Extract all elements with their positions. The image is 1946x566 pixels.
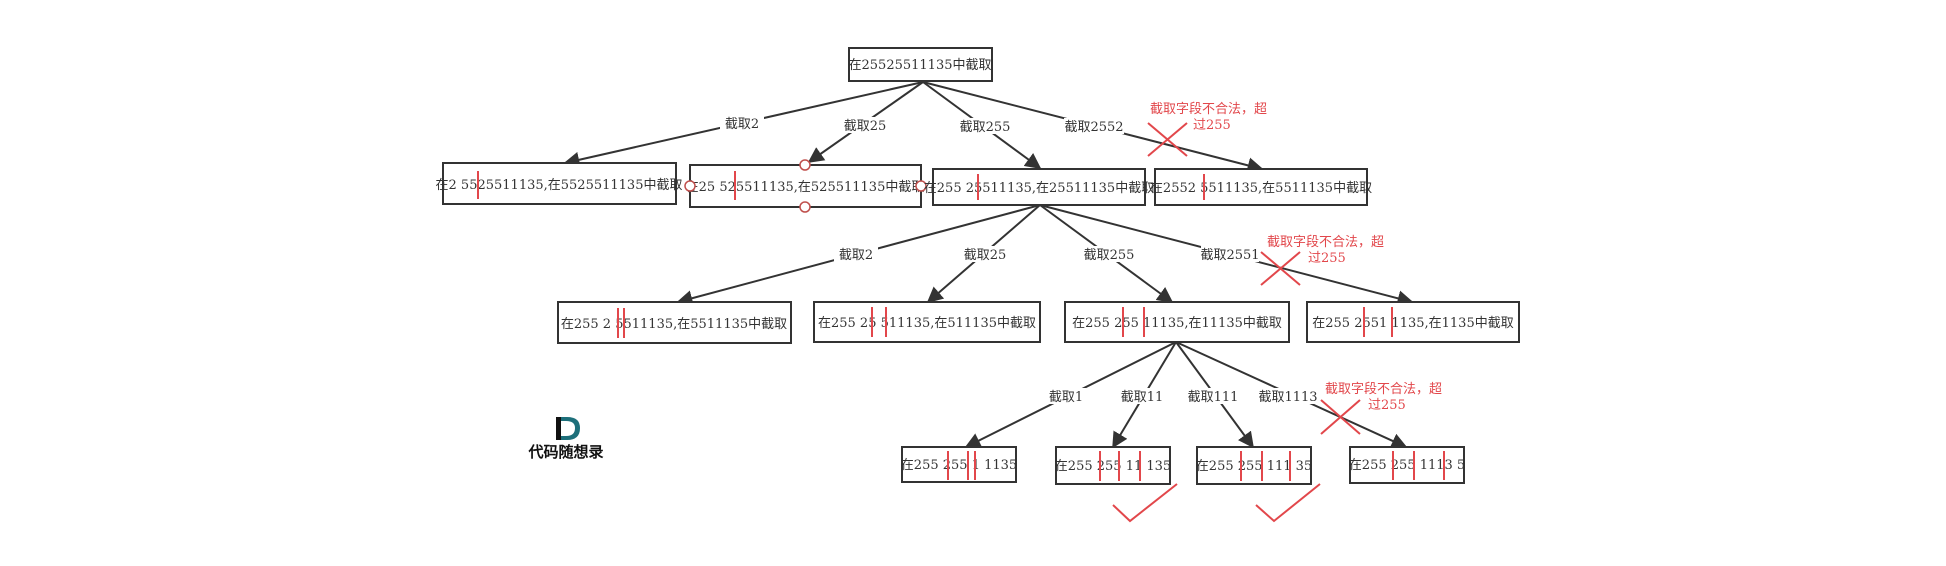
node-label: 在255 2551 1135,在1135中截取 [1312, 316, 1513, 331]
node-label: 在255 2 5511135,在5511135中截取 [561, 317, 787, 332]
edge-label: 截取255 [1084, 248, 1135, 263]
node-label: 在255 255 1 1135 [901, 458, 1017, 473]
edge-labels-level-2: 截取2 截取25 截取255 截取2551 [834, 246, 1260, 263]
invalid-mark-2: 截取字段不合法，超 过255 [1260, 235, 1384, 286]
node-label: 在255 25511135,在25511135中截取 [924, 181, 1154, 196]
edge-labels-level-1: 截取2 截取25 截取255 截取2552 [720, 115, 1124, 135]
node-l3-d: 在255 255 1113 5 [1349, 446, 1465, 484]
edge-labels-level-3: 截取1 截取11 截取111 截取1113 [1046, 388, 1318, 405]
node-l1-c: 在255 25511135,在25511135中截取 [924, 168, 1154, 206]
node-root: 在25525511135中截取 [848, 47, 993, 82]
node-label: 在2552 5511135,在5511135中截取 [1150, 181, 1372, 196]
node-l1-a: 在2 5525511135,在5525511135中截取 [436, 162, 683, 205]
node-label: 在255 255 111 35 [1196, 459, 1312, 474]
check-icon [1255, 483, 1321, 523]
cross-icon [1320, 399, 1361, 435]
node-l2-c: 在255 255 11135,在11135中截取 [1064, 301, 1290, 343]
node-l2-b: 在255 25 511135,在511135中截取 [813, 301, 1041, 343]
invalid-note-line2: 过255 [1368, 398, 1406, 413]
node-label: 在2 5525511135,在5525511135中截取 [436, 178, 683, 193]
edge-label: 截取255 [960, 120, 1011, 135]
invalid-note-line1: 截取字段不合法，超 [1150, 102, 1267, 117]
edges-level-1 [563, 81, 1264, 174]
cross-icon [1260, 251, 1301, 286]
edge-label: 截取25 [964, 248, 1007, 263]
edge-label: 截取2 [725, 117, 759, 132]
node-l1-d: 在2552 5511135,在5511135中截取 [1150, 168, 1372, 206]
invalid-note-line1: 截取字段不合法，超 [1325, 382, 1442, 397]
logo-text: 代码随想录 [527, 443, 603, 461]
selection-handle[interactable] [684, 180, 696, 192]
invalid-mark-1: 截取字段不合法，超 过255 [1147, 102, 1267, 157]
edge-label: 截取1 [1049, 390, 1083, 405]
node-l3-a: 在255 255 1 1135 [901, 446, 1017, 483]
selection-handle[interactable] [799, 201, 811, 213]
node-label: 在255 25 511135,在511135中截取 [818, 316, 1036, 331]
invalid-note-line1: 截取字段不合法，超 [1267, 235, 1384, 250]
selection-handle[interactable] [915, 180, 927, 192]
node-l2-a: 在255 2 5511135,在5511135中截取 [557, 301, 792, 344]
node-label: 在25525511135中截取 [849, 58, 992, 73]
node-label: 在255 255 11135,在11135中截取 [1072, 316, 1282, 331]
node-label: 在255 255 11 135 [1055, 459, 1171, 474]
invalid-mark-3: 截取字段不合法，超 过255 [1320, 382, 1442, 435]
edges-level-2 [676, 204, 1414, 307]
node-l3-c: 在255 255 111 35 [1196, 446, 1312, 485]
edge-label: 截取111 [1188, 390, 1239, 405]
cross-icon [1147, 122, 1188, 157]
selection-handle[interactable] [799, 159, 811, 171]
node-l2-d: 在255 2551 1135,在1135中截取 [1306, 301, 1520, 343]
edge-label: 截取2552 [1064, 120, 1123, 135]
edge-label: 截取1113 [1258, 390, 1317, 405]
node-label: 在255 255 1113 5 [1349, 458, 1465, 473]
check-icon [1112, 483, 1178, 523]
node-label: 在25 525511135,在525511135中截取 [686, 180, 925, 195]
node-l1-b: 在25 525511135,在525511135中截取 [684, 159, 927, 213]
node-l3-b: 在255 255 11 135 [1055, 446, 1171, 485]
edge-label: 截取25 [844, 119, 887, 134]
invalid-note-line2: 过255 [1193, 118, 1231, 133]
edge-label: 截取11 [1121, 390, 1164, 405]
edge-label: 截取2551 [1200, 248, 1259, 263]
logo: 代码随想录 [527, 417, 604, 461]
edge-label: 截取2 [839, 248, 873, 263]
invalid-note-line2: 过255 [1308, 251, 1346, 266]
